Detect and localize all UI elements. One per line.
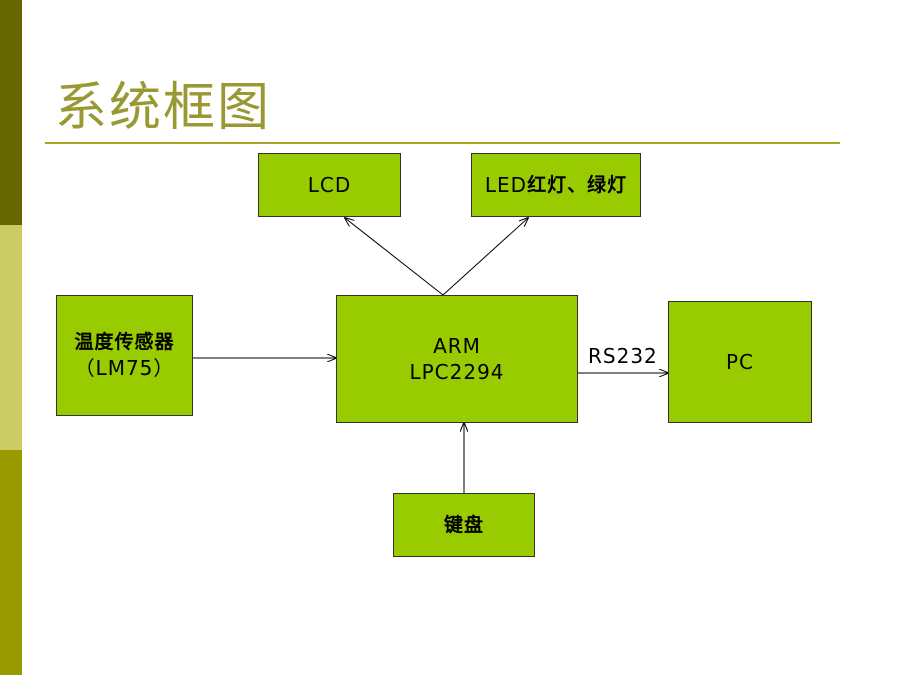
pc-label: PC [725,350,755,374]
left-bar-middle [0,225,22,450]
keyboard-block: 键盘 [393,493,535,557]
led-label-suffix: 红灯、绿灯 [527,173,628,196]
left-bar-bottom [0,450,22,675]
rs232-label: RS232 [588,344,658,368]
keyboard-label: 键盘 [443,513,484,536]
lcd-block: LCD [258,153,401,217]
sensor-model: （LM75） [74,355,175,380]
arrow-arm-to-led [442,218,528,296]
slide-title: 系统框图 [55,78,272,138]
left-bar-top [0,0,22,225]
title-underline [45,142,840,144]
temperature-sensor-block: 温度传感器 （LM75） [56,295,193,416]
arrow-arm-to-lcd [345,218,444,296]
arm-model: LPC2294 [409,360,505,384]
led-label-prefix: LED [484,173,528,197]
sensor-label: 温度传感器 [74,331,175,354]
arm-block: ARM LPC2294 [336,295,578,423]
lcd-label: LCD [307,173,352,197]
arm-label: ARM [433,334,481,358]
pc-block: PC [668,301,812,423]
